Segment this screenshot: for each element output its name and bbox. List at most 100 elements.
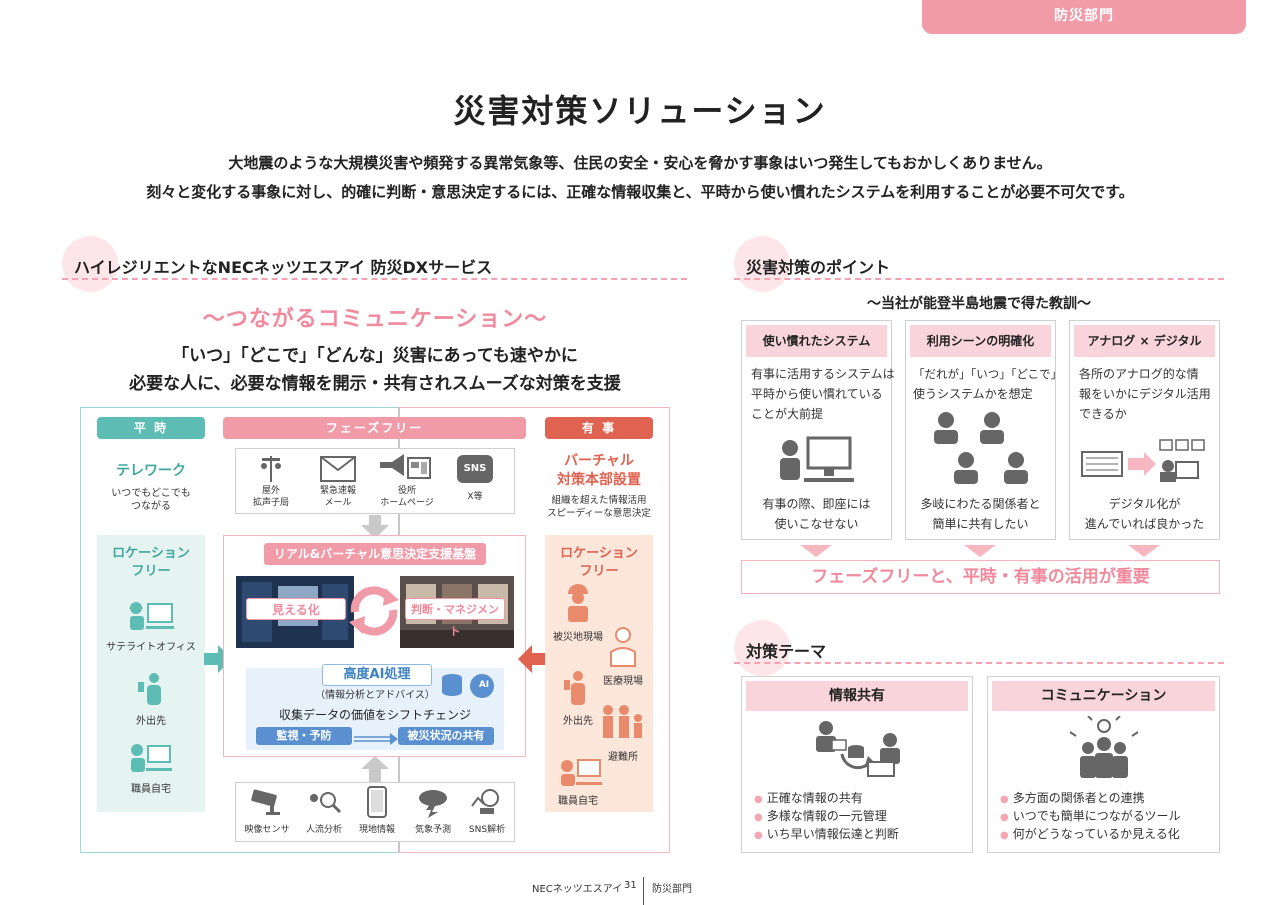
heading-bubble: [734, 620, 790, 676]
people-flow-icon: [306, 788, 342, 816]
point-title-1: 使い慣れたシステム: [746, 325, 887, 357]
ai-database-icon: [440, 672, 496, 700]
telework-desc-1: いつでもどこでも: [111, 488, 191, 499]
conclusion-banner: フェーズフリーと、平時・有事の活用が重要: [741, 560, 1220, 594]
points-heading: 災害対策のポイント: [746, 258, 891, 277]
mail-icon: [320, 456, 356, 482]
channel-label-1a: 屋外: [261, 486, 280, 496]
ai-title: 高度AI処理: [322, 664, 432, 686]
loc-left-item-2: 外出先: [136, 716, 166, 727]
sensor-label-3: 現地情報: [358, 825, 395, 835]
arrow-down-icon: [360, 515, 390, 539]
channel-label-3b: ホームページ: [380, 498, 434, 508]
point-body-3b: 報をいかにデジタル活用: [1079, 387, 1211, 401]
intro-line-2: 刻々と変化する事象に対し、的確に判断・意思決定するには、正確な情報収集と、平時か…: [146, 183, 1134, 201]
point-title-2: 利用シーンの明確化: [910, 325, 1051, 357]
doctor-icon: [608, 626, 638, 668]
loc-right-item-4: 避難所: [608, 752, 638, 763]
triangle-down-icon: [964, 545, 996, 557]
point-bottom-1a: 有事の際、即座には: [762, 497, 871, 511]
point-body-3a: 各所のアナログ的な情: [1079, 367, 1199, 381]
monitor-label: 監視・予防: [256, 727, 352, 745]
phase-yuji: 有 事: [545, 417, 653, 439]
megaphone-icon: [378, 452, 432, 482]
loc-right-item-2: 医療現場: [603, 676, 643, 687]
visualize-label: 見える化: [246, 598, 346, 620]
point-body-1b: 平時から使い慣れている: [751, 387, 883, 401]
phase-heiji: 平 時: [97, 417, 205, 439]
channel-label-1b: 拡声子局: [252, 498, 289, 508]
point-bottom-1b: 使いこなせない: [774, 517, 859, 531]
theme-2-bullet-1: 多方面の関係者との連携: [1000, 789, 1145, 809]
sns-analysis-icon: [470, 788, 504, 816]
point-bottom-3b: 進んでいれば良かった: [1084, 517, 1205, 531]
virtual-hq-title-1: バーチャル: [564, 453, 634, 469]
channel-label-4: X等: [467, 492, 483, 502]
point-body-1c: ことが大前提: [751, 407, 824, 421]
loc-right-title-2: フリー: [579, 564, 619, 579]
worker-helmet-icon: [563, 582, 593, 622]
siren-icon: [250, 452, 292, 482]
sub-copy-1: 「いつ」「どこで」「どんな」災害にあっても速やかに: [172, 346, 578, 366]
arrow-up-icon: [360, 756, 390, 782]
footer-divider: [643, 877, 644, 905]
ai-badge: AI: [478, 680, 490, 690]
footer-company: NECネッツエスアイ: [532, 884, 623, 895]
page-title: 災害対策ソリューション: [453, 92, 827, 130]
loc-left-item-3: 職員自宅: [131, 784, 171, 795]
point-body-1a: 有事に活用するシステムは: [751, 367, 895, 381]
family-icon: [598, 704, 646, 740]
team-idea-icon: [1068, 715, 1140, 782]
location-free-left: [97, 535, 205, 812]
loc-left-title-2: フリー: [131, 564, 171, 579]
loc-right-item-1: 被災地現場: [553, 632, 603, 643]
point-bottom-3a: デジタル化が: [1108, 497, 1181, 511]
person-phone-icon: [132, 672, 168, 706]
sensor-label-5: SNS解析: [468, 825, 506, 835]
sns-icon: SNS: [457, 455, 493, 483]
theme-2-bullet-2: いつでも簡単につながるツール: [1000, 807, 1181, 827]
ai-sub: （情報分析とアドバイス）: [315, 690, 435, 701]
virtual-hq-title-2: 対策本部設置: [557, 472, 641, 488]
arrow-right-thin-icon: [354, 730, 398, 745]
person-phone-icon: [562, 670, 592, 706]
theme-1-bullet-2: 多様な情報の一元管理: [754, 807, 887, 827]
damage-share-label: 被災状況の共有: [398, 727, 494, 745]
telework-title: テレワーク: [116, 463, 186, 479]
channel-label-2b: メール: [324, 498, 352, 508]
point-bottom-2a: 多岐にわたる関係者と: [920, 497, 1041, 511]
loc-right-item-3: 外出先: [563, 716, 593, 727]
channel-label-3a: 役所: [397, 486, 416, 496]
theme-title-2: コミュニケーション: [992, 681, 1215, 711]
point-body-2b: 使うシステムかを想定: [913, 387, 1033, 401]
judgment-label: 判断・マネジメント: [405, 598, 505, 638]
point-title-3: アナログ × デジタル: [1074, 325, 1215, 357]
arrow-left-icon: [518, 645, 546, 673]
point-body-3c: できるか: [1079, 407, 1127, 421]
pc-user-icon: [776, 434, 856, 486]
catch-copy: ～つながるコミュニケーション～: [202, 307, 548, 332]
lesson-text: ～当社が能登半島地震で得た教訓～: [867, 296, 1091, 312]
theme-1-bullet-1: 正確な情報の共有: [754, 789, 863, 809]
phase-free: フェーズフリー: [223, 417, 526, 439]
loc-right-item-5: 職員自宅: [558, 796, 598, 807]
footer-page-number: 31: [624, 880, 637, 891]
camera-icon: [250, 788, 284, 816]
sensor-label-4: 気象予測: [414, 825, 451, 835]
paper-to-digital-icon: [1080, 438, 1210, 484]
divider: [734, 278, 1224, 280]
themes-heading: 対策テーマ: [746, 642, 827, 661]
heading-bubble: [62, 236, 118, 292]
stakeholders-icon: [926, 410, 1036, 486]
telework-desc-2: つながる: [131, 501, 171, 512]
divider: [734, 662, 1224, 664]
loc-left-item-1: サテライトオフィス: [106, 642, 196, 653]
heading-bubble: [734, 236, 790, 292]
sensor-label-2: 人流分析: [305, 825, 342, 835]
satellite-office-icon: [128, 600, 176, 632]
theme-title-1: 情報共有: [746, 681, 968, 711]
cycle-arrows-icon: [345, 582, 403, 640]
info-sharing-icon: [812, 718, 904, 780]
theme-2-bullet-3: 何がどうなっているか見える化: [1000, 825, 1180, 845]
platform-title: リアル&バーチャル意思決定支援基盤: [264, 543, 486, 565]
